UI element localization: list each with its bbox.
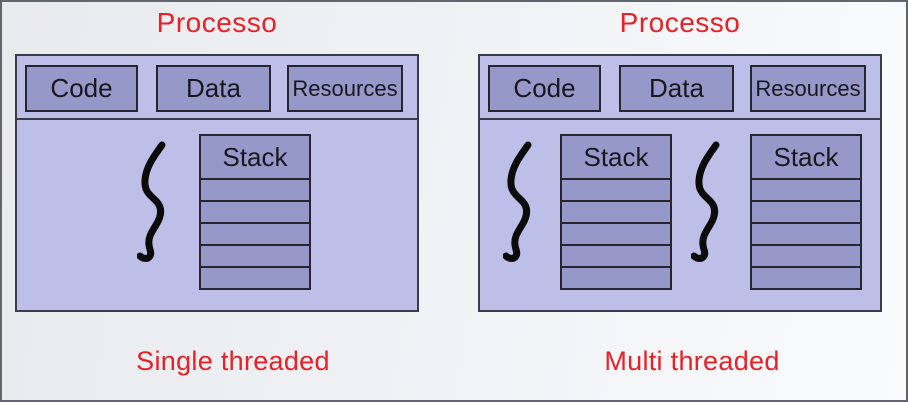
stack-row (560, 202, 672, 224)
thread-squiggle-icon (691, 141, 720, 262)
stack-row (199, 180, 311, 202)
stack-row (750, 268, 862, 290)
stack-row (560, 180, 672, 202)
stack-row (750, 202, 862, 224)
caption-single-threaded: Single threaded (136, 346, 330, 376)
stack-rows (560, 180, 672, 290)
stack-rows (199, 180, 311, 290)
resources-box: Resources (287, 65, 403, 112)
thread-squiggle-icon (503, 141, 532, 262)
thread-squiggle-icon (137, 141, 166, 262)
stack-row (750, 246, 862, 268)
resources-box: Resources (750, 65, 866, 112)
stack-row (750, 224, 862, 246)
panel-divider (17, 118, 417, 120)
stack-label: Stack (199, 134, 311, 180)
stack-row (560, 246, 672, 268)
data-box: Data (156, 65, 271, 112)
stack-box: Stack (199, 134, 311, 290)
stack-box: Stack (750, 134, 862, 290)
stack-row (560, 224, 672, 246)
process-title-left: Processo (156, 7, 278, 38)
code-box: Code (488, 65, 601, 112)
panel-divider (480, 118, 880, 120)
stack-row (199, 246, 311, 268)
code-box: Code (25, 65, 138, 112)
process-box-multi: Code Data Resources Stack Stack (478, 54, 882, 312)
stack-row (560, 268, 672, 290)
data-box: Data (619, 65, 734, 112)
stack-row (199, 268, 311, 290)
stack-row (199, 224, 311, 246)
caption-multi-threaded: Multi threaded (604, 346, 780, 376)
stack-row (750, 180, 862, 202)
process-box-single: Code Data Resources Stack (15, 54, 419, 312)
stack-label: Stack (750, 134, 862, 180)
stack-box: Stack (560, 134, 672, 290)
stack-row (199, 202, 311, 224)
stack-rows (750, 180, 862, 290)
process-title-right: Processo (619, 7, 741, 38)
stack-label: Stack (560, 134, 672, 180)
